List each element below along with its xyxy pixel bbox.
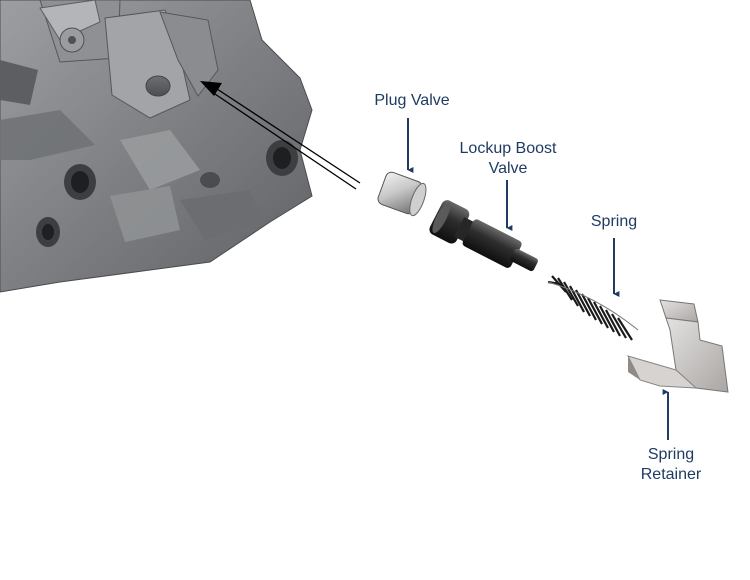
spring-retainer-label-line-1: Spring [647,446,695,463]
plug-valve-label: Plug Valve [374,92,450,109]
plug-valve-part [377,171,427,217]
insertion-arrow [200,81,361,190]
lockup-boost-valve-label: Lockup Boost Valve [447,139,569,179]
lockup-boost-valve-label-line-1: Lockup Boost [459,140,557,157]
spring-label: Spring [590,213,638,230]
lockup-boost-valve-label-line-2: Valve [488,160,528,177]
lockup-boost-valve-part [429,200,538,272]
spring-part [547,275,639,341]
spring-retainer-label: Spring Retainer [628,445,714,485]
spring-retainer-label-line-2: Retainer [640,466,702,483]
valve-body [0,0,313,293]
spring-retainer-part [627,299,729,393]
